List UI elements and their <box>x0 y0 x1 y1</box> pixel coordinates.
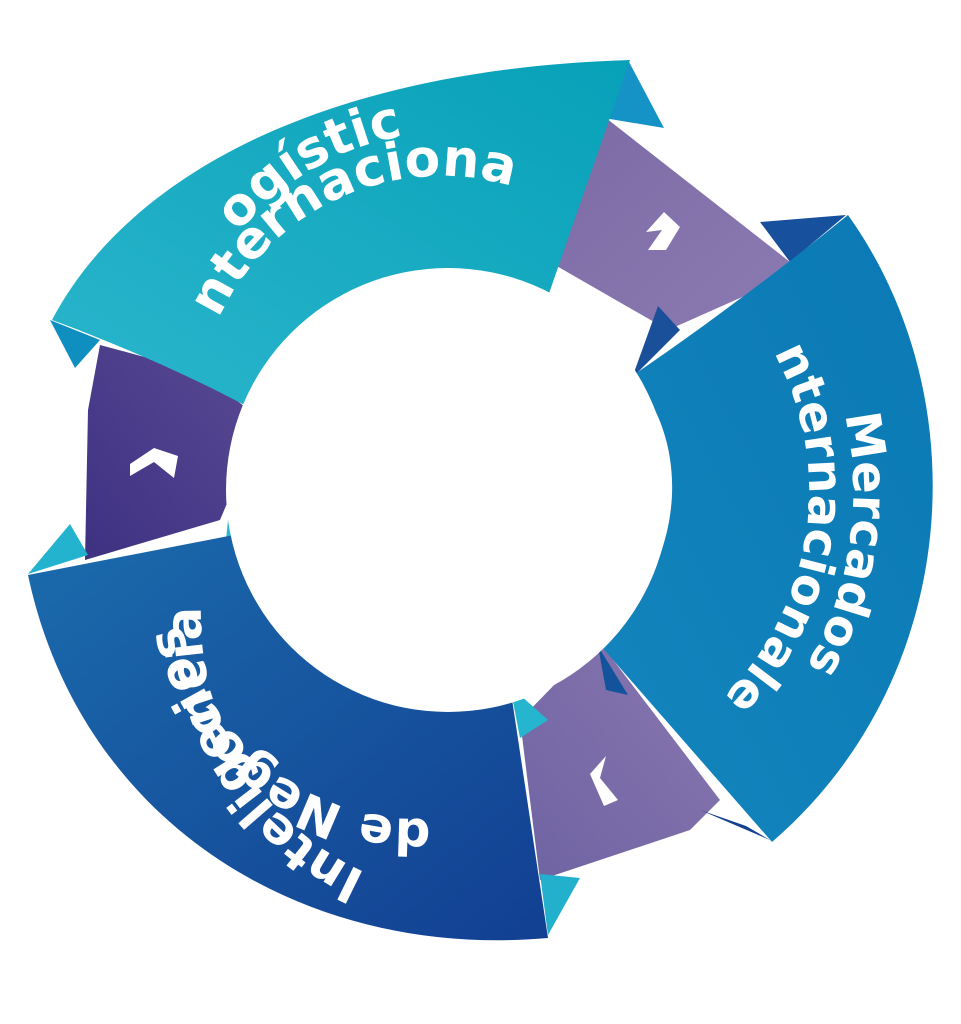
chevron-bottom-icon <box>590 756 618 806</box>
fold-left-cyan <box>28 524 88 574</box>
fold-right-upper <box>760 215 846 262</box>
fold-right-inner <box>632 306 680 378</box>
connector-band-left <box>85 345 262 560</box>
fold-bottom-right <box>700 810 770 840</box>
segment-inteligencia <box>28 525 548 941</box>
center-hole <box>226 268 670 712</box>
fold-top-right <box>604 60 664 128</box>
segment-mercados <box>600 215 933 842</box>
fold-bottom-cyan <box>540 874 580 935</box>
fold-right-lower <box>598 646 628 695</box>
fold-left-upper <box>50 320 100 368</box>
connector-band-bottom <box>520 640 720 880</box>
segment-logistica <box>52 60 630 415</box>
chevron-left-icon <box>130 448 178 478</box>
chevron-right-icon <box>646 212 680 250</box>
